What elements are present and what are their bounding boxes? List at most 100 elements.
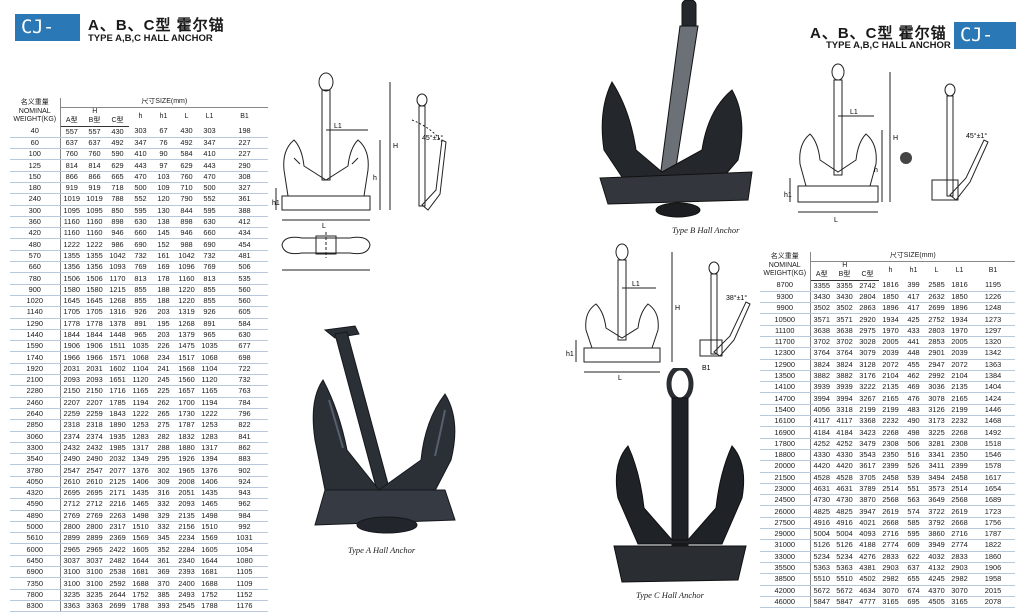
dimension-cell: 1215	[106, 284, 129, 296]
dimension-cell: 103	[152, 171, 175, 183]
dimension-cell: 290	[221, 159, 269, 172]
dimension-cell: 1297	[971, 325, 1016, 337]
dimension-cell: 1355	[60, 250, 83, 263]
dimension-cell: 1394	[198, 453, 221, 466]
dimension-cell: 946	[106, 227, 129, 240]
nominal-weight-cell: 4050	[10, 476, 61, 489]
dimension-cell: 1226	[971, 291, 1016, 304]
dimension-cell: 3860	[925, 528, 948, 541]
dimension-cell: 109	[152, 182, 175, 195]
dimension-cell: 1220	[175, 295, 198, 308]
dimension-cell: 1546	[971, 449, 1016, 462]
dimension-cell: 4330	[833, 449, 856, 462]
nominal-weight-cell: 5000	[10, 521, 61, 534]
nominal-weight-cell: 35500	[760, 562, 811, 575]
nominal-weight-cell: 18800	[760, 449, 811, 462]
dimension-cell: 2699	[106, 600, 129, 613]
dimension-cell: 1935	[106, 431, 129, 443]
dimension-cell: 1816	[948, 280, 971, 292]
dimension-cell: 557	[83, 126, 106, 138]
dimension-cell: 919	[83, 182, 106, 195]
dimension-cell: 4276	[856, 551, 879, 563]
dimension-cell: 3824	[833, 359, 856, 371]
nominal-weight-cell: 20000	[760, 460, 811, 473]
nominal-weight-cell: 17800	[760, 438, 811, 450]
dimension-cell: 637	[60, 137, 83, 150]
dimension-cell: 3502	[833, 302, 856, 315]
nominal-weight-cell: 12900	[760, 359, 811, 371]
dim-label-l1: L1	[334, 123, 342, 130]
dimension-cell: 574	[902, 505, 925, 518]
dimension-cell: 2804	[856, 291, 879, 304]
dimension-cell: 855	[129, 295, 152, 308]
dimension-cell: 1120	[129, 374, 152, 387]
dimension-cell: 1506	[83, 272, 106, 285]
dimension-cell: 1435	[198, 487, 221, 500]
dimension-cell: 481	[221, 250, 269, 263]
dimension-cell: 732	[198, 250, 221, 263]
dimension-cell: 1195	[971, 280, 1016, 292]
dimension-cell: 1054	[221, 543, 269, 556]
dim-label-l: L	[322, 223, 326, 230]
dimension-cell: 2545	[175, 600, 198, 613]
dimension-cell: 866	[60, 171, 83, 183]
dimension-cell: 4021	[856, 517, 879, 530]
dimension-cell: 595	[198, 205, 221, 217]
dimension-cell: 3702	[833, 336, 856, 349]
dimension-cell: 2207	[60, 397, 83, 409]
dimension-cell: 1042	[175, 250, 198, 263]
dimension-cell: 2668	[879, 517, 902, 530]
dimension-cell: 3267	[856, 392, 879, 405]
dimension-cell: 2668	[948, 517, 971, 530]
dimension-cell: 2490	[83, 453, 106, 466]
b1-header-right: B1	[988, 266, 998, 274]
nominal-weight-cell: 420	[10, 227, 61, 240]
title-chinese-right: A、B、C型 霍尔锚	[810, 25, 947, 42]
dimension-cell: 169	[152, 261, 175, 274]
dimension-cell: 1317	[129, 442, 152, 455]
dimension-cell: 4825	[833, 505, 856, 518]
dimension-cell: 1844	[60, 329, 83, 342]
dimension-cell: 1506	[60, 272, 83, 285]
dim-label-h-c: H	[675, 305, 680, 312]
dimension-cell: 526	[902, 460, 925, 473]
dimension-cell: 1657	[175, 385, 198, 398]
dimension-cell: 2699	[925, 302, 948, 315]
dimension-cell: 332	[152, 521, 175, 534]
dimension-cell: 245	[152, 374, 175, 387]
dimension-cell: 1778	[60, 318, 83, 330]
nominal-weight-cell: 150	[10, 171, 61, 183]
dimension-cell: 2490	[60, 453, 83, 466]
dimension-cell: 855	[198, 284, 221, 296]
dimension-cell: 760	[83, 148, 106, 161]
dimension-cell: 1316	[106, 306, 129, 319]
dimension-cell: 5004	[833, 528, 856, 541]
dimension-cell: 433	[902, 325, 925, 337]
dimension-cell: 2863	[856, 302, 879, 315]
dimension-cell: 1465	[129, 498, 152, 511]
dim-label-l-b: L	[834, 217, 838, 224]
dimension-cell: 4117	[810, 415, 833, 428]
dimension-cell: 1560	[175, 374, 198, 387]
nominal-weight-cell: 16900	[760, 426, 811, 439]
caption-type-c: Type C Hall Anchor	[636, 590, 704, 600]
dimension-cell: 332	[152, 498, 175, 511]
dimension-cell: 203	[152, 306, 175, 319]
dimension-cell: 2712	[83, 498, 106, 511]
dimension-cell: 660	[198, 227, 221, 240]
dimension-cell: 1843	[106, 408, 129, 421]
dimension-cell: 2610	[60, 476, 83, 489]
dimension-cell: 926	[129, 306, 152, 319]
type-c-anchor-photo	[613, 368, 747, 583]
dimension-cell: 3494	[925, 472, 948, 484]
dimension-cell: 850	[106, 205, 129, 217]
